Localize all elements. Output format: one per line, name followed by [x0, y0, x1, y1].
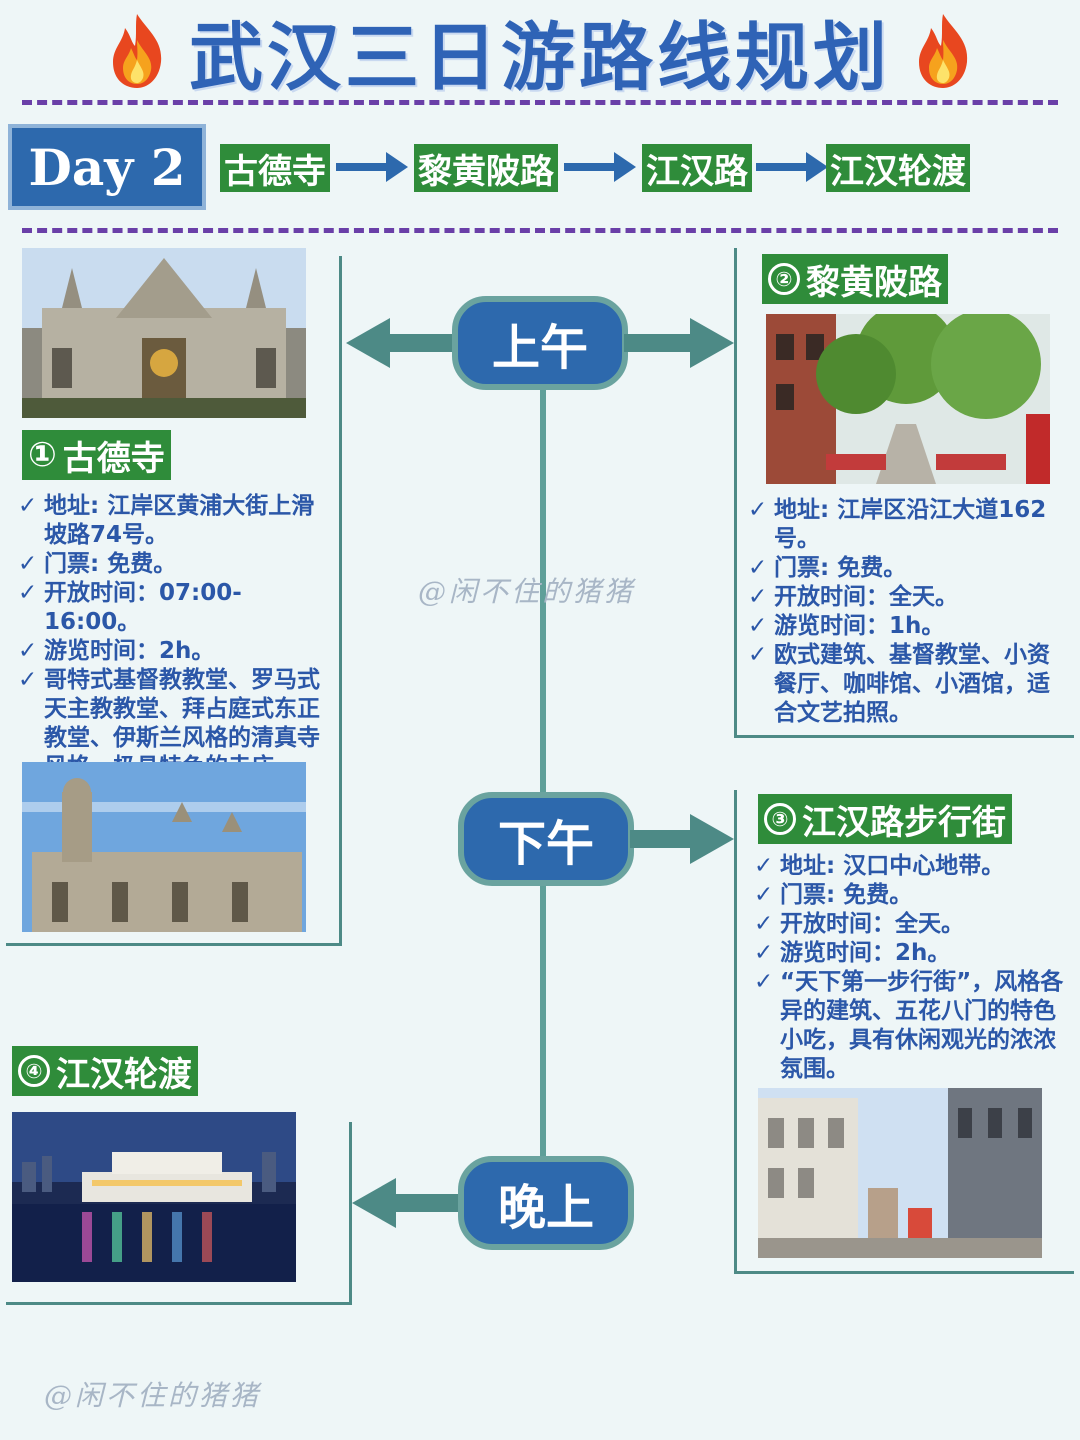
photo-ferry-night [12, 1112, 296, 1282]
place-number: ② [768, 263, 800, 295]
frame-line [734, 790, 737, 1274]
time-pill-evening: 晚上 [458, 1156, 634, 1250]
place-number: ④ [18, 1055, 50, 1087]
arrow-right-icon [756, 152, 828, 182]
info-item: 开放时间：全天。 [754, 910, 1072, 939]
time-pill-afternoon: 下午 [458, 792, 634, 886]
route-stop: 黎黄陂路 [414, 144, 558, 192]
place-tag-3: ③ 江汉路步行街 [758, 794, 1012, 844]
place-name: 古德寺 [62, 438, 165, 479]
info-item: 地址: 江岸区沿江大道162号。 [748, 496, 1066, 554]
info-item: 门票: 免费。 [748, 554, 1066, 583]
frame-line [339, 256, 342, 946]
place-tag-2: ② 黎黄陂路 [762, 254, 948, 304]
info-item: 游览时间：2h。 [18, 637, 336, 666]
day-label: Day 2 [8, 124, 206, 210]
info-item: 门票: 免费。 [754, 881, 1072, 910]
frame-line [6, 943, 342, 946]
page-title: 武汉三日游路线规划 [189, 14, 891, 101]
photo-temple-side [22, 762, 306, 932]
info-item: 开放时间：07:00-16:00。 [18, 579, 336, 637]
place-tag-4: ④ 江汉轮渡 [12, 1046, 198, 1096]
divider [22, 100, 1058, 105]
place-info-list-2: 地址: 江岸区沿江大道162号。 门票: 免费。 开放时间：全天。 游览时间：1… [748, 496, 1066, 728]
photo-temple-front [22, 248, 306, 418]
time-pill-morning: 上午 [452, 296, 628, 390]
frame-line [6, 1302, 352, 1305]
place-tag-1: ① 古德寺 [22, 430, 171, 480]
place-number: ① [28, 435, 57, 475]
arrow-right-icon [624, 318, 734, 368]
watermark: @闲不住的猪猪 [418, 575, 636, 608]
arrow-left-icon [352, 1178, 462, 1228]
info-item: 游览时间：2h。 [754, 939, 1072, 968]
divider [22, 228, 1058, 233]
arrow-right-icon [630, 814, 734, 864]
route-stop: 江汉轮渡 [826, 144, 970, 192]
info-item: 开放时间：全天。 [748, 583, 1066, 612]
info-item: 游览时间：1h。 [748, 612, 1066, 641]
arrow-right-icon [564, 152, 636, 182]
route-stop: 江汉路 [642, 144, 752, 192]
route-stop: 古德寺 [220, 144, 330, 192]
timeline-line [540, 388, 546, 1168]
info-item: 门票: 免费。 [18, 550, 336, 579]
fire-icon [919, 14, 968, 88]
arrow-right-icon [336, 152, 408, 182]
fire-icon [113, 14, 162, 88]
watermark: @闲不住的猪猪 [44, 1379, 262, 1412]
arrow-left-icon [346, 318, 456, 368]
place-number: ③ [764, 803, 796, 835]
place-name: 江汉轮渡 [56, 1054, 192, 1095]
photo-walking-street [758, 1088, 1042, 1258]
place-name: 黎黄陂路 [806, 262, 942, 303]
frame-line [349, 1122, 352, 1304]
place-info-list-1: 地址: 江岸区黄浦大街上滑坡路74号。 门票: 免费。 开放时间：07:00-1… [18, 492, 336, 782]
place-info-list-3: 地址: 汉口中心地带。 门票: 免费。 开放时间：全天。 游览时间：2h。 “天… [754, 852, 1072, 1084]
photo-street-trees [766, 314, 1050, 484]
frame-line [734, 248, 737, 738]
frame-line [734, 1271, 1074, 1274]
info-item: 欧式建筑、基督教堂、小资餐厅、咖啡馆、小酒馆，适合文艺拍照。 [748, 641, 1066, 728]
frame-line [734, 735, 1074, 738]
info-item: 地址: 汉口中心地带。 [754, 852, 1072, 881]
place-name: 江汉路步行街 [802, 802, 1006, 843]
info-item: “天下第一步行街”，风格各异的建筑、五花八门的特色小吃，具有休闲观光的浓浓氛围。 [754, 968, 1072, 1084]
page-header: 武汉三日游路线规划 [0, 6, 1080, 101]
info-item: 地址: 江岸区黄浦大街上滑坡路74号。 [18, 492, 336, 550]
